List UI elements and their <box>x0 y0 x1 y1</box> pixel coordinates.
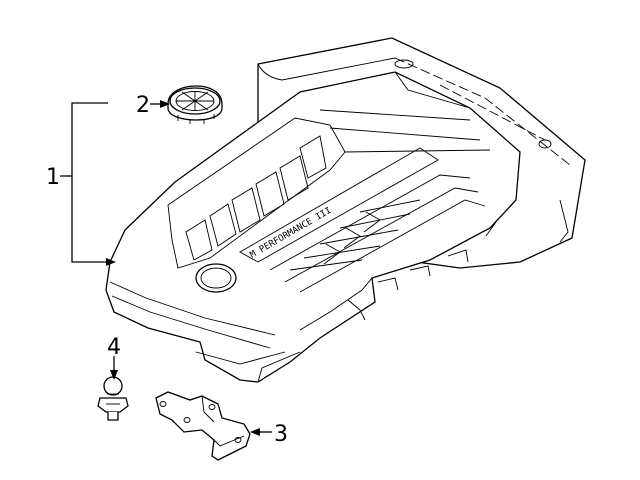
callout-4: 4 <box>107 335 121 360</box>
arrowheads <box>106 100 260 436</box>
bracket <box>155 391 251 461</box>
ball-stud <box>97 376 129 421</box>
callout-2: 2 <box>136 93 150 118</box>
callout-1: 1 <box>46 165 60 190</box>
engine-cover: M PERFORMANCE III <box>105 37 586 383</box>
callout-3: 3 <box>274 422 288 447</box>
emblem <box>167 85 223 124</box>
